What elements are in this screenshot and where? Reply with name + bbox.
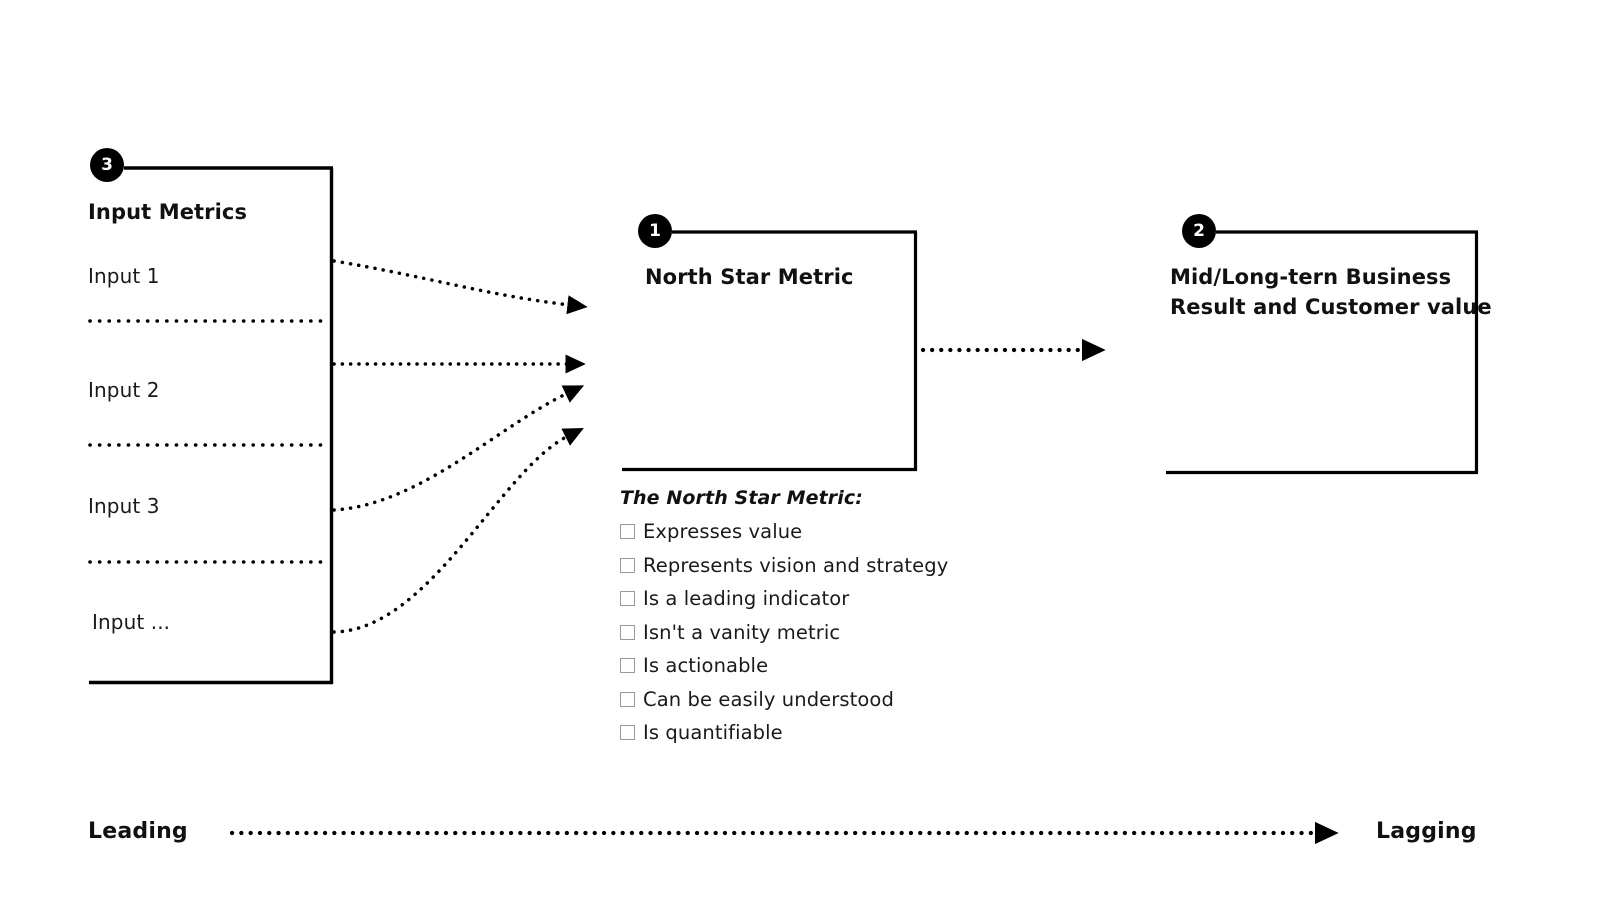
checklist-item[interactable]: Can be easily understood [620, 683, 1050, 717]
input-metrics-frame [89, 166, 334, 685]
checkbox-icon[interactable] [620, 725, 635, 741]
input-row-separators [88, 319, 332, 564]
input-metric-row-1[interactable]: Input 1 [88, 264, 160, 288]
business-result-title: Mid/Long-tern Business Result and Custom… [1170, 265, 1492, 319]
checklist-item-label: Is actionable [643, 654, 769, 677]
north-star-checklist: The North Star Metric: Expresses value R… [620, 487, 1050, 750]
checkbox-icon[interactable] [620, 524, 635, 540]
badge-north-star[interactable]: 1 [638, 214, 672, 248]
checklist-item-label: Isn't a vanity metric [643, 620, 841, 644]
input-metric-row-2[interactable]: Input 2 [88, 378, 160, 402]
input-metric-row-3[interactable]: Input 3 [88, 494, 160, 518]
badge-business-result[interactable]: 2 [1182, 214, 1216, 248]
checkbox-icon[interactable] [620, 624, 635, 640]
checkbox-icon[interactable] [620, 658, 635, 674]
north-star-title: North Star Metric [645, 265, 854, 289]
checkbox-icon[interactable] [620, 691, 635, 707]
checklist-item[interactable]: Is quantifiable [620, 716, 1050, 750]
connector-input-3 [332, 385, 585, 512]
axis-label-lagging: Lagging [1376, 819, 1477, 844]
input-metrics-title: Input Metrics [88, 200, 248, 224]
axis-label-leading: Leading [88, 819, 188, 844]
checklist-item[interactable]: Expresses value [620, 515, 1050, 549]
checklist-item-label: Is a leading indicator [643, 587, 850, 610]
connector-input-4 [332, 428, 584, 634]
connector-input-1 [332, 259, 588, 315]
input-metric-row-4[interactable]: Input ... [92, 610, 171, 634]
checklist-item-label: Represents vision and strategy [643, 553, 949, 577]
checklist-item[interactable]: Isn't a vanity metric [620, 616, 1050, 650]
checklist-item[interactable]: Represents vision and strategy [620, 549, 1050, 583]
checkbox-icon[interactable] [620, 557, 635, 573]
checklist-item[interactable]: Is a leading indicator [620, 582, 1050, 616]
checklist-item[interactable]: Is actionable [620, 649, 1050, 683]
checklist-title: The North Star Metric: [620, 487, 863, 509]
checklist-item-label: Can be easily understood [643, 687, 894, 711]
checkbox-icon[interactable] [620, 591, 635, 607]
input-to-northstar-connectors [332, 259, 588, 634]
checklist-item-label: Expresses value [643, 520, 803, 543]
badge-input-metrics[interactable]: 3 [90, 148, 124, 182]
checklist-item-label: Is quantifiable [643, 721, 783, 744]
